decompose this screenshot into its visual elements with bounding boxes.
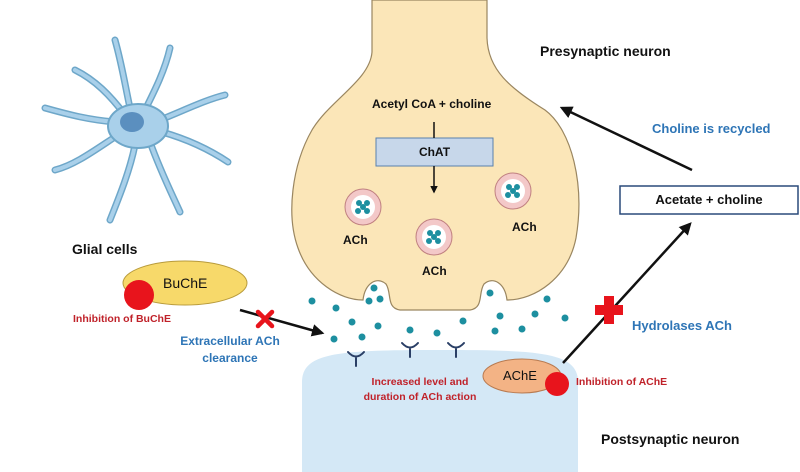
inhibition-ache-label: Inhibition of AChE [576,376,668,388]
increased-level-line1: Increased level and [371,376,469,388]
buche-inhibitor [124,280,154,310]
acetyl-coa-label: Acetyl CoA + choline [372,97,492,111]
vesicle-middle [415,218,453,256]
ache-label: AChE [503,368,537,383]
postsynaptic-label: Postsynaptic neuron [601,431,740,447]
choline-recycled-label: Choline is recycled [652,121,771,136]
ach-label-left: ACh [343,233,368,247]
inhibition-buche-label: Inhibition of BuChE [73,313,171,325]
ach-molecules [308,284,569,343]
presynaptic-label: Presynaptic neuron [540,43,671,59]
receptors [347,342,465,367]
buche-label: BuChE [163,275,208,291]
chat-box [375,137,494,167]
clearance-label-line2: clearance [202,351,258,365]
cross-hydrolases [595,296,623,324]
vesicle-right [494,172,532,210]
increased-level-line2: duration of ACh action [363,391,477,403]
acetate-choline-label: Acetate + choline [655,192,763,207]
arrow-hydrolysis [562,222,692,364]
ach-label-middle: ACh [422,264,447,278]
glial-label: Glial cells [72,241,138,257]
cross-buche [255,309,275,329]
acetate-box [619,185,799,215]
buche-enzyme [122,260,248,306]
chat-label: ChAT [418,145,451,159]
ach-label-right: ACh [512,220,537,234]
glial-cell [41,36,232,224]
clearance-label-line1: Extracellular ACh [180,334,280,348]
arrow-recycle [559,106,693,172]
hydrolases-label: Hydrolases ACh [632,318,732,333]
vesicle-left [344,188,382,226]
arrow-buche-clearance [239,308,325,337]
ache-inhibitor [545,372,569,396]
